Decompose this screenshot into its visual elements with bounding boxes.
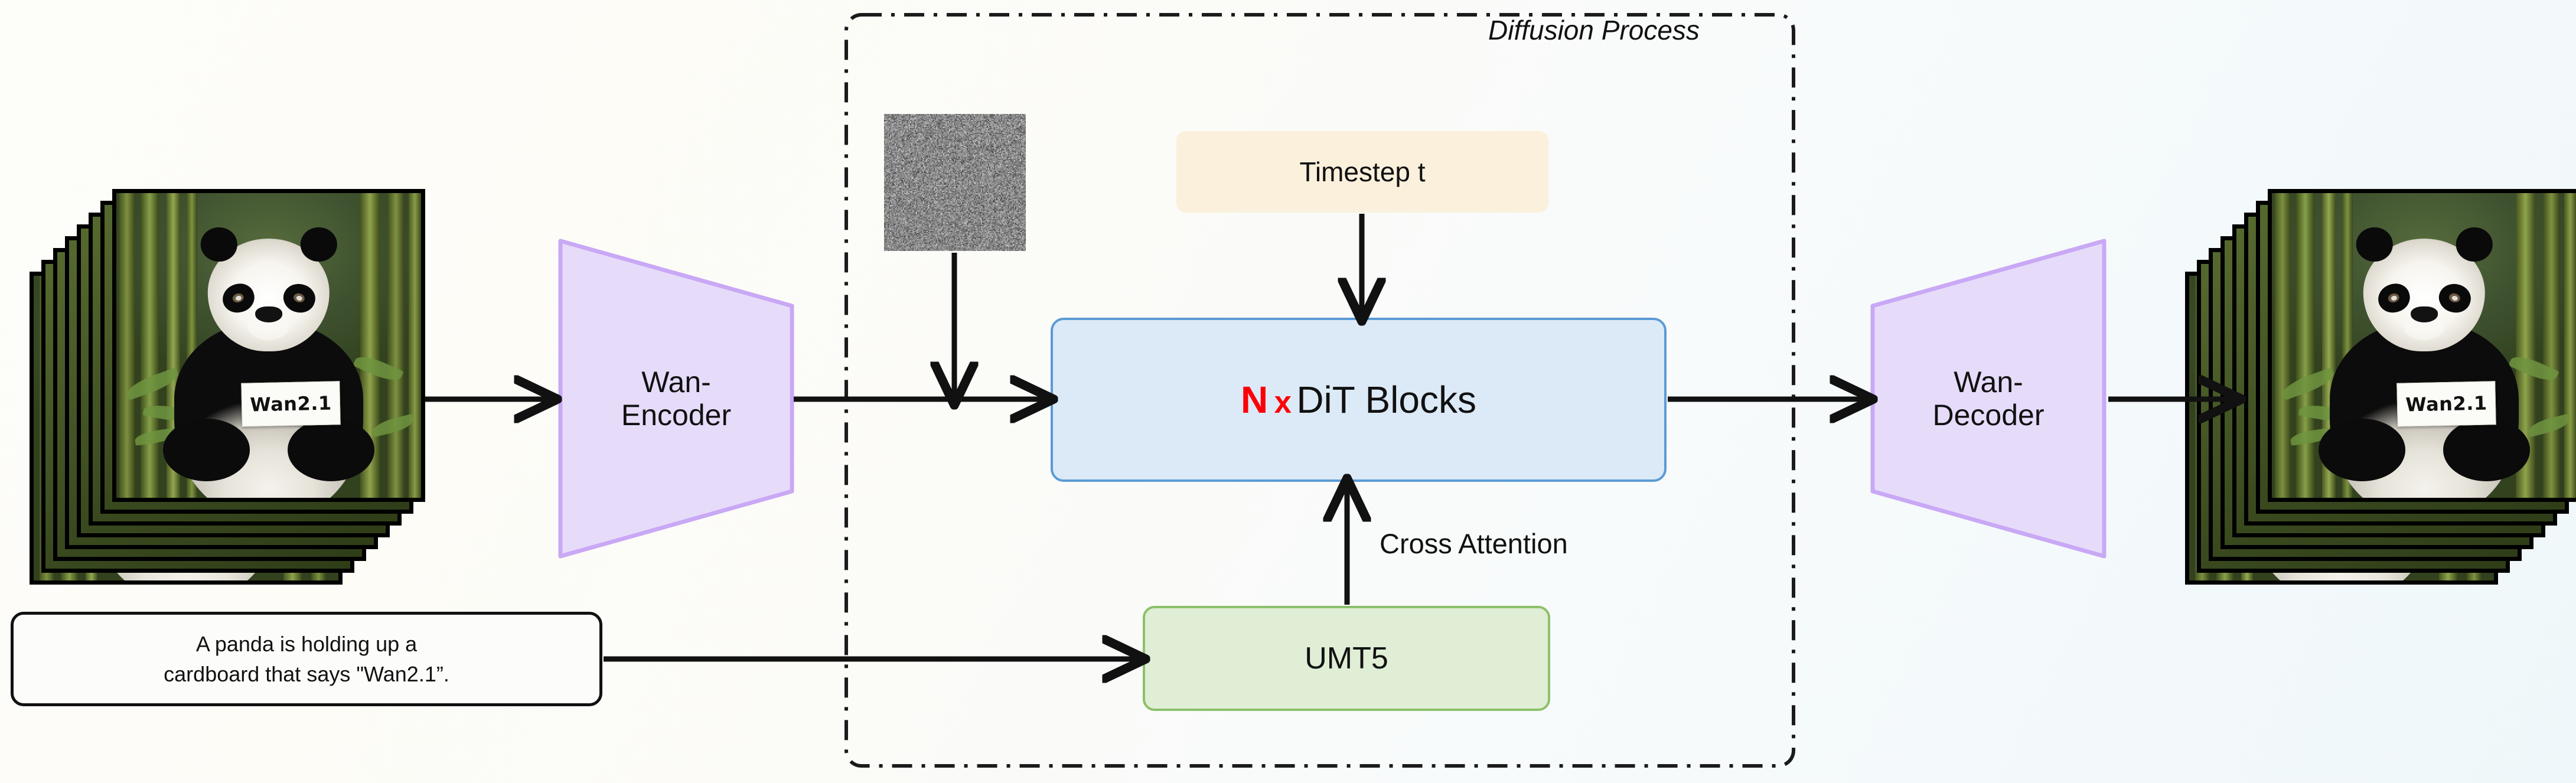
prompt-text: A panda is holding up a cardboard that s… <box>164 629 449 689</box>
sign-text: Wan2.1 <box>249 392 332 416</box>
dit-multiply-symbol: x <box>1274 385 1292 420</box>
sign-text: Wan2.1 <box>2405 392 2487 416</box>
timestep-block[interactable]: Timestep t <box>1176 131 1548 213</box>
wan-decoder-label: Wan- Decoder <box>1932 366 2045 432</box>
output-video-frames: Wan2.1 <box>2185 189 2576 585</box>
prompt-text-box[interactable]: A panda is holding up a cardboard that s… <box>11 612 602 706</box>
wan-encoder-label: Wan- Encoder <box>621 366 732 432</box>
diffusion-process-container <box>844 13 1795 768</box>
wan-encoder-block[interactable]: Wan- Encoder <box>558 236 794 561</box>
prompt-line-1: A panda is holding up a <box>195 631 418 656</box>
dit-repeat-count: N <box>1241 379 1269 421</box>
umt5-block[interactable]: UMT5 <box>1143 606 1550 711</box>
wan-decoder-block[interactable]: Wan- Decoder <box>1870 236 2107 561</box>
diffusion-process-title: Diffusion Process <box>1488 15 1700 45</box>
umt5-label: UMT5 <box>1305 641 1388 676</box>
timestep-label: Timestep t <box>1299 156 1426 187</box>
dit-blocks-text: DiT Blocks <box>1296 379 1476 421</box>
video-frame-front: Wan2.1 <box>2268 189 2576 502</box>
video-frame-front: Wan2.1 <box>112 189 425 502</box>
input-video-frames: Wan2.1 <box>30 189 425 585</box>
prompt-line-2: cardboard that says "Wan2.1”. <box>164 662 449 686</box>
noise-latent-patch <box>884 114 1026 251</box>
cross-attention-label: Cross Attention <box>1380 528 1568 559</box>
